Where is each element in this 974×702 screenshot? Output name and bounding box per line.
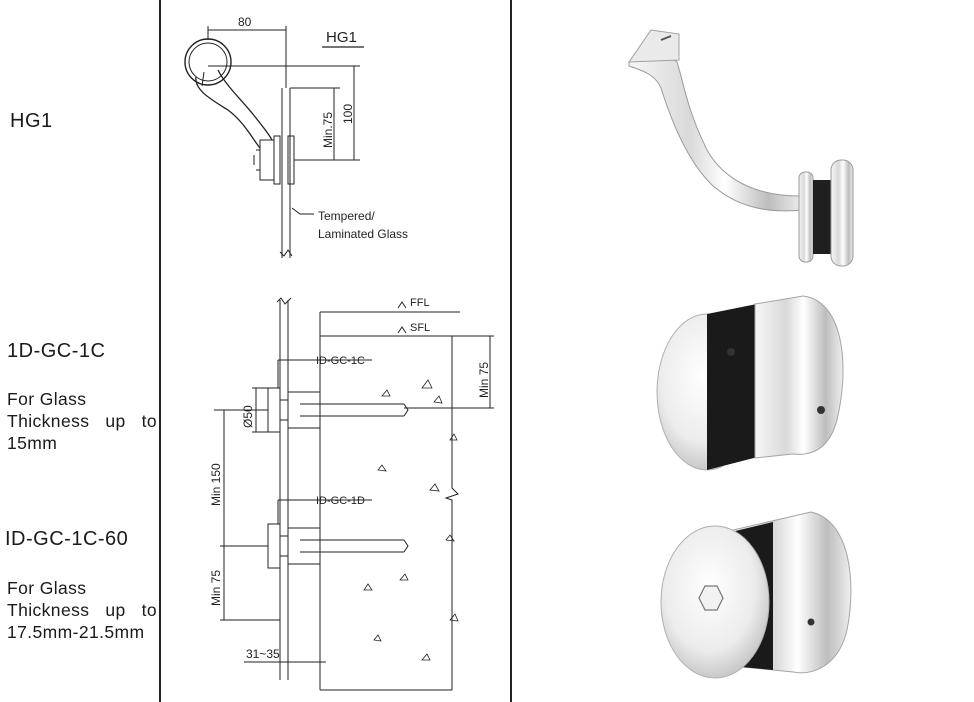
desc-line: Thickness up to [7,600,157,620]
drawing-title-hg1: HG1 [326,29,357,46]
hg1-photo [628,29,854,267]
label-id-gc-1c-60: ID-GC-1C-60 [5,528,129,550]
ffl-mark [397,301,407,309]
part-1c-label: ID-GC-1C [316,355,365,367]
hg1-drawing [184,26,364,258]
part-1d-label: ID-GC-1D [316,495,365,507]
rail-inner [188,42,228,82]
desc-line: For Glass [7,578,87,598]
arm-left [195,76,261,149]
glass-break-top [276,297,292,305]
desc-1d-gc-1c: For Glass Thickness up to 15mm [7,388,157,454]
glass-break [279,249,293,257]
arm-right [217,69,273,141]
desc-line: 15mm [7,433,58,453]
dim-80-label: 80 [238,15,252,29]
dim-dia-label: Ø50 [241,405,255,428]
fitting-1d-cap [267,523,281,569]
technical-drawing: 80 HG1 Min.75 100 Tempered/ Laminated Gl… [184,15,494,691]
glass-note-line1: Tempered/ [318,209,375,223]
dim-100-label: 100 [341,104,355,124]
dim-min75-right-label: Min 75 [477,362,491,398]
product-photos [628,29,854,679]
dim-min75-left-label: Min 75 [209,570,223,606]
fitting-1c-body [287,391,321,429]
clamp-disc-a [273,135,281,185]
fitting-1d-spacer [279,535,289,557]
bolt-1c-tip [403,403,409,417]
column-divider-right [510,0,512,702]
label-1d-gc-1c: 1D-GC-1C [7,340,106,362]
ffl-label: FFL [410,297,430,309]
fitting-1d-body [287,527,321,565]
fitting-1c-photo [656,295,844,471]
rail-screw [201,71,205,87]
label-column: HG1 1D-GC-1C For Glass Thickness up to 1… [0,0,160,702]
column-divider-left [159,0,161,702]
concrete-marks [363,379,459,661]
desc-line: For Glass [7,389,87,409]
rail-circle [184,38,232,86]
desc-id-gc-1c-60: For Glass Thickness up to 17.5mm-21.5mm [7,577,157,643]
fitting-1c60-photo [660,511,852,679]
dim-min75-label: Min.75 [321,112,335,148]
fitting-1c-cap [267,387,281,433]
fitting-1c-spacer [279,399,289,421]
dim-min150-label: Min 150 [209,463,223,506]
clamp-cap [253,149,260,171]
bolt-1d-tip [403,539,409,553]
desc-line: Thickness up to [7,411,157,431]
glass-note-line2: Laminated Glass [318,227,408,241]
sfl-label: SFL [410,322,430,334]
sfl-mark [397,326,407,334]
label-hg1: HG1 [10,110,53,132]
clamp-body [259,139,275,181]
dim-gap-label: 31~35 [246,647,280,661]
slab-break [444,336,459,690]
glass-leader [291,207,314,215]
desc-line: 17.5mm-21.5mm [7,622,145,642]
clamp-disc-b [287,135,295,185]
fixing-drawing [214,297,494,691]
